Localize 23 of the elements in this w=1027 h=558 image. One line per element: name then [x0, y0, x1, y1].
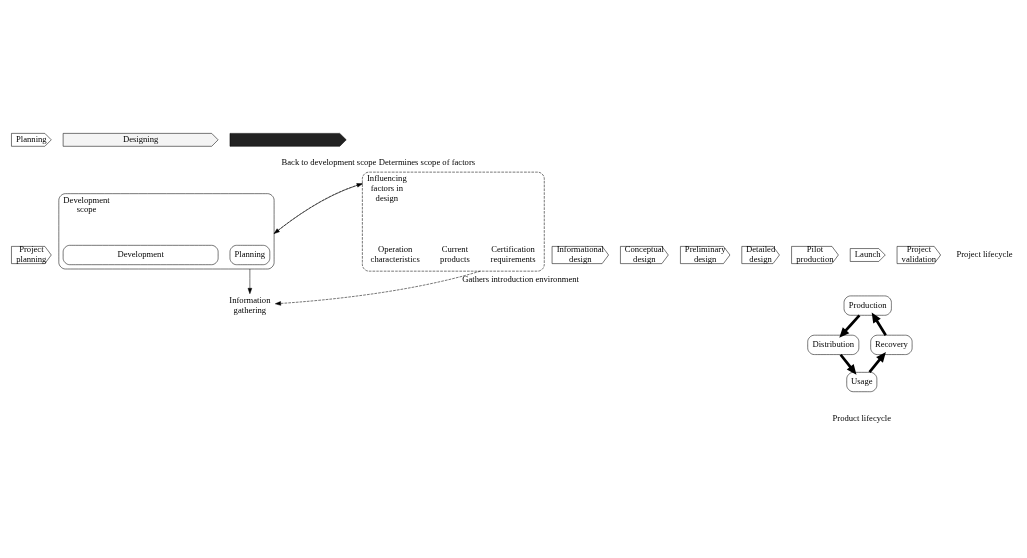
arrow	[839, 353, 856, 375]
node-box: Production	[843, 295, 892, 316]
node-box: Usage	[845, 371, 877, 392]
arrow	[871, 312, 887, 336]
label: Product lifecycle	[832, 412, 891, 423]
arrow	[867, 351, 886, 373]
label: Project lifecycle	[955, 248, 1013, 259]
arrow	[273, 182, 363, 234]
edge-label: Determines scope of factors	[378, 156, 475, 167]
node-box: Development	[62, 244, 218, 265]
node-text: Information gathering	[228, 294, 270, 314]
arrow	[247, 268, 252, 294]
node-text: Current products	[439, 243, 470, 264]
node-box: Distribution	[806, 334, 859, 355]
edge-label: Gathers introduction environment	[461, 273, 579, 284]
node-text: Operation characteristics	[370, 243, 420, 264]
node-text: Certification requirements	[490, 243, 536, 264]
arrow	[838, 314, 860, 338]
node-box: Planning	[229, 244, 270, 265]
edge-label: Back to development scope	[281, 156, 376, 167]
node-box: Recovery	[869, 334, 912, 355]
node-chevron	[229, 132, 346, 147]
arrow	[274, 270, 480, 306]
